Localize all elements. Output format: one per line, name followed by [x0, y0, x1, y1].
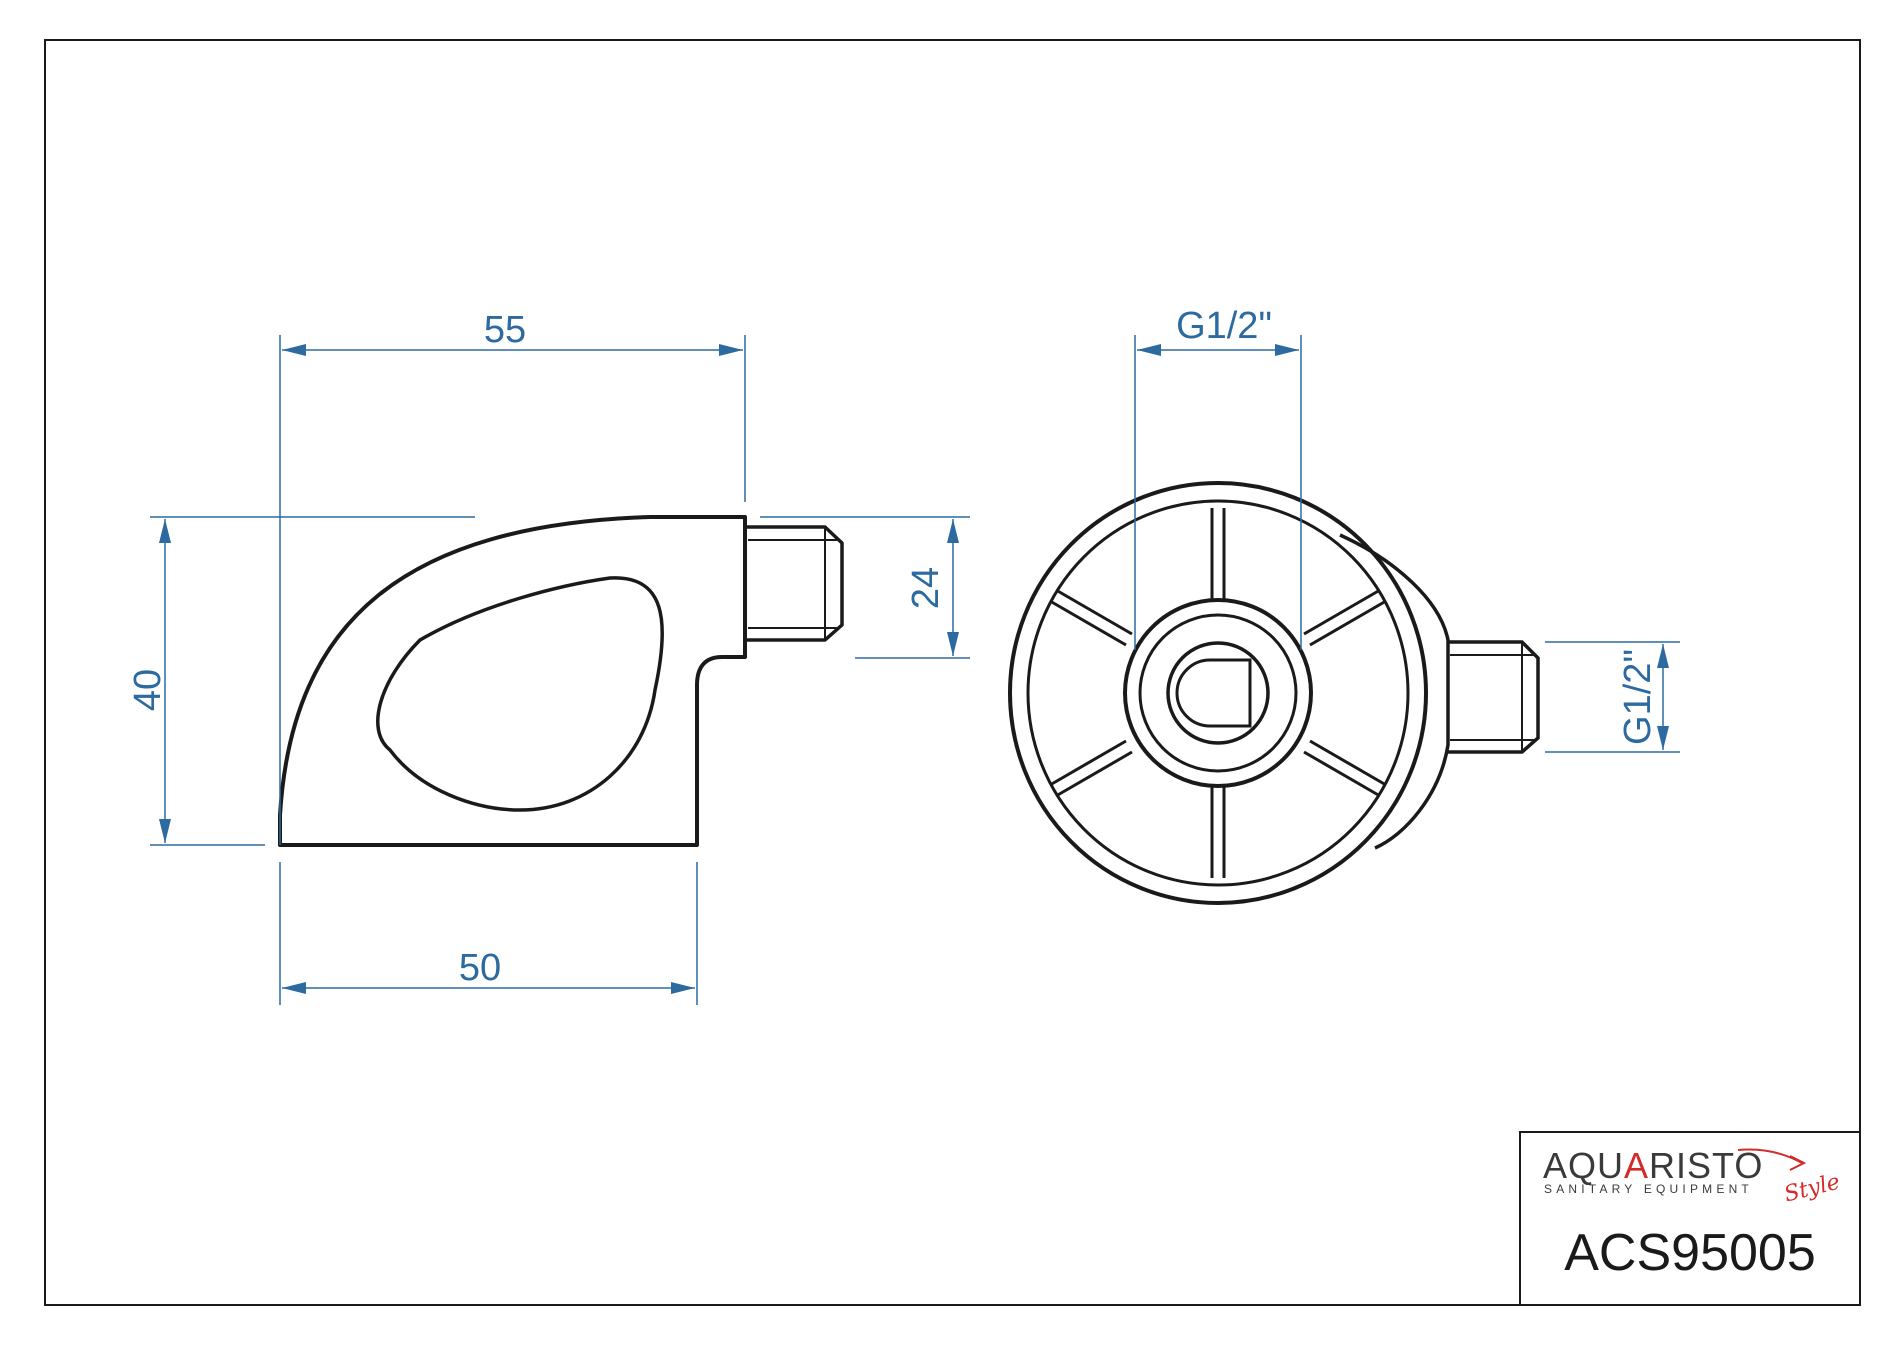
brand-logo: AQUARISTO SANITARY EQUIPMENT Style: [1543, 1145, 1843, 1207]
brand-name-accent: A: [1624, 1145, 1649, 1186]
dim-label-spout-height: 24: [905, 567, 947, 609]
side-view: [278, 515, 844, 847]
title-block: AQUARISTO SANITARY EQUIPMENT Style ACS95…: [1519, 1131, 1861, 1306]
dim-label-height: 40: [127, 669, 169, 711]
front-view-spout-outline: [1448, 640, 1540, 754]
front-view-rear-body-outline: [1339, 533, 1450, 850]
logo-swoosh-icon: [1737, 1148, 1807, 1171]
front-view-bore-slot: [1175, 658, 1252, 728]
side-view-dimensions: [150, 335, 970, 1005]
brand-name-prefix: AQU: [1543, 1145, 1624, 1186]
front-view-dimensions: [1134, 335, 1680, 753]
side-view-recess-outline: [376, 576, 665, 812]
drawing-frame: [44, 39, 1861, 1306]
brand-name-suffix: RISTO: [1649, 1145, 1763, 1186]
front-view-inner-rim: [1026, 499, 1410, 887]
title-block-frame: [1519, 1131, 1861, 1306]
front-view-spokes: [1049, 508, 1387, 878]
dim-label-front-thread: G1/2": [1176, 305, 1272, 347]
product-code: ACS95005: [1564, 1224, 1816, 1282]
svg-text:AQUARISTO: AQUARISTO: [1543, 1145, 1763, 1186]
side-view-body-outline: [278, 515, 747, 847]
front-view: [1008, 481, 1540, 905]
front-view-outer-rim: [1008, 481, 1428, 905]
front-view-bore-outer: [1166, 641, 1270, 745]
front-view-hub-inner: [1138, 613, 1298, 773]
brand-script: Style: [1782, 1170, 1843, 1208]
dim-label-top-width: 55: [484, 309, 526, 351]
dim-label-bottom-width: 50: [459, 947, 501, 989]
brand-tagline: SANITARY EQUIPMENT: [1544, 1182, 1753, 1196]
side-view-spout-outline: [745, 525, 844, 642]
front-view-hub-outer: [1123, 598, 1313, 788]
dim-label-side-thread: G1/2": [1617, 649, 1659, 745]
